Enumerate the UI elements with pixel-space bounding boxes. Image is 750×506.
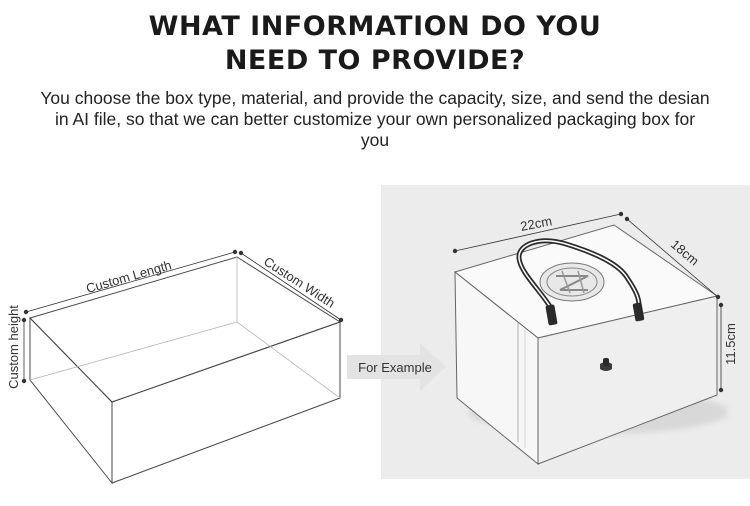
example-height-label: 11.5cm bbox=[723, 323, 738, 365]
example-dimension-lines bbox=[452, 211, 724, 393]
custom-dimension-lines bbox=[21, 249, 344, 384]
for-example-arrow: For Example bbox=[347, 343, 446, 391]
custom-height-label: Custom height bbox=[6, 305, 21, 389]
page-heading: WHAT INFORMATION DO YOU NEED TO PROVIDE? bbox=[0, 10, 750, 78]
page-heading-line-1: WHAT INFORMATION DO YOU bbox=[148, 11, 602, 42]
example-box-side-face bbox=[537, 295, 718, 465]
ribbon-handle bbox=[516, 238, 645, 326]
custom-box-top-edges bbox=[29, 256, 342, 403]
example-length-label: 22cm bbox=[519, 213, 553, 234]
page-description: You choose the box type, material, and p… bbox=[40, 88, 710, 150]
drawer-pull-tab bbox=[600, 358, 612, 371]
custom-box-front-face bbox=[29, 316, 113, 485]
lid-emblem bbox=[539, 262, 605, 302]
custom-box-illustration bbox=[29, 256, 342, 485]
example-box-illustration bbox=[453, 224, 728, 466]
for-example-label: For Example bbox=[358, 360, 432, 375]
custom-box-side-face bbox=[111, 321, 341, 484]
example-width-label: 18cm bbox=[668, 237, 702, 269]
page-heading-line-2: NEED TO PROVIDE? bbox=[224, 45, 526, 76]
